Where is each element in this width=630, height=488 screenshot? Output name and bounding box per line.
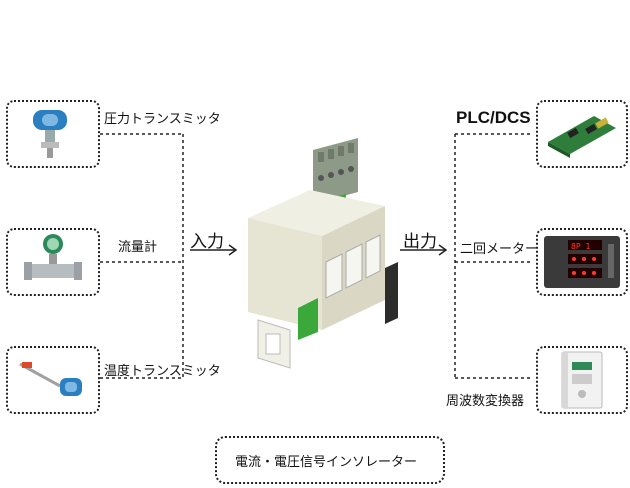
temperature-transmitter-label: 温度トランスミッタ [104,364,221,379]
output-arrow-label: 出力 [403,232,437,252]
flow-meter-box [6,228,100,296]
frequency-inverter-box [536,346,628,414]
plc-box [536,100,628,168]
pressure-transmitter-icon [33,110,67,158]
panel-meter-box: 8P 1 [536,228,628,296]
pressure-transmitter-label: 圧力トランスミッタ [104,112,221,127]
caption-box: 電流・電圧信号インソレーター [215,436,445,484]
frequency-inverter-label: 周波数変換器 [446,394,525,409]
plc-board-icon [548,116,616,158]
flow-meter-label: 流量計 [118,240,158,255]
flow-meter-icon [24,234,82,280]
plc-dcs-label: PLC/DCS [456,108,531,127]
output-arrow-head [438,244,448,256]
pressure-transmitter-box [6,100,100,168]
panel-meter-label: 二回メーター [460,242,539,257]
temperature-transmitter-icon [19,362,82,396]
input-arrow-label: 入力 [190,232,224,252]
panel-meter-icon: 8P 1 [544,236,620,288]
meter-display-text: 8P 1 [571,242,590,251]
caption-text: 電流・電圧信号インソレーター [235,455,418,470]
frequency-inverter-icon [561,351,603,409]
temperature-transmitter-box [6,346,100,414]
input-arrow-head [228,244,238,256]
